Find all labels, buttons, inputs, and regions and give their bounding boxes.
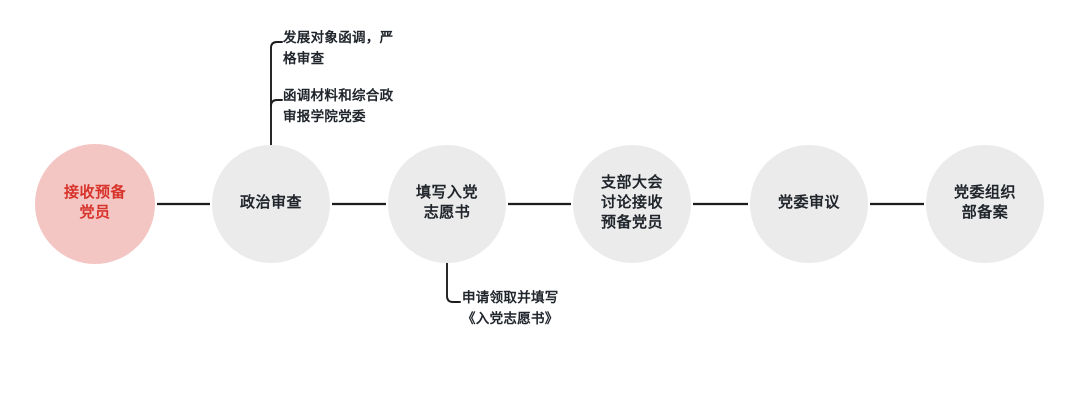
node-receive-probationary-member[interactable]: 接收预备 党员 — [35, 144, 155, 264]
annotation-branch-bottom — [446, 262, 461, 303]
annotation-report-materials-to-committee: 函调材料和综合政 审报学院党委 — [283, 88, 394, 124]
node-political-review[interactable]: 政治审查 — [212, 145, 330, 263]
node-label: 填写入党 志愿书 — [415, 185, 478, 221]
annotation-branch-upper — [270, 41, 283, 147]
node-label: 接收预备 党员 — [63, 185, 126, 221]
node-branch-meeting-discussion[interactable]: 支部大会 讨论接收 预备党员 — [573, 145, 691, 263]
annotation-apply-and-fill-form: 申请领取并填写 《入党志愿书》 — [462, 290, 559, 326]
node-label: 党委审议 — [777, 195, 840, 212]
node-label: 党委组织 部备案 — [953, 185, 1016, 221]
node-organization-department-filing[interactable]: 党委组织 部备案 — [926, 145, 1044, 263]
annotation-political-review-investigation: 发展对象函调，严 格审查 — [283, 30, 394, 66]
node-label: 政治审查 — [239, 195, 302, 212]
node-fill-application-form[interactable]: 填写入党 志愿书 — [388, 145, 506, 263]
annotation-branch-lower-top — [270, 99, 283, 107]
node-party-committee-review[interactable]: 党委审议 — [750, 145, 868, 263]
node-label: 支部大会 讨论接收 预备党员 — [600, 175, 663, 231]
